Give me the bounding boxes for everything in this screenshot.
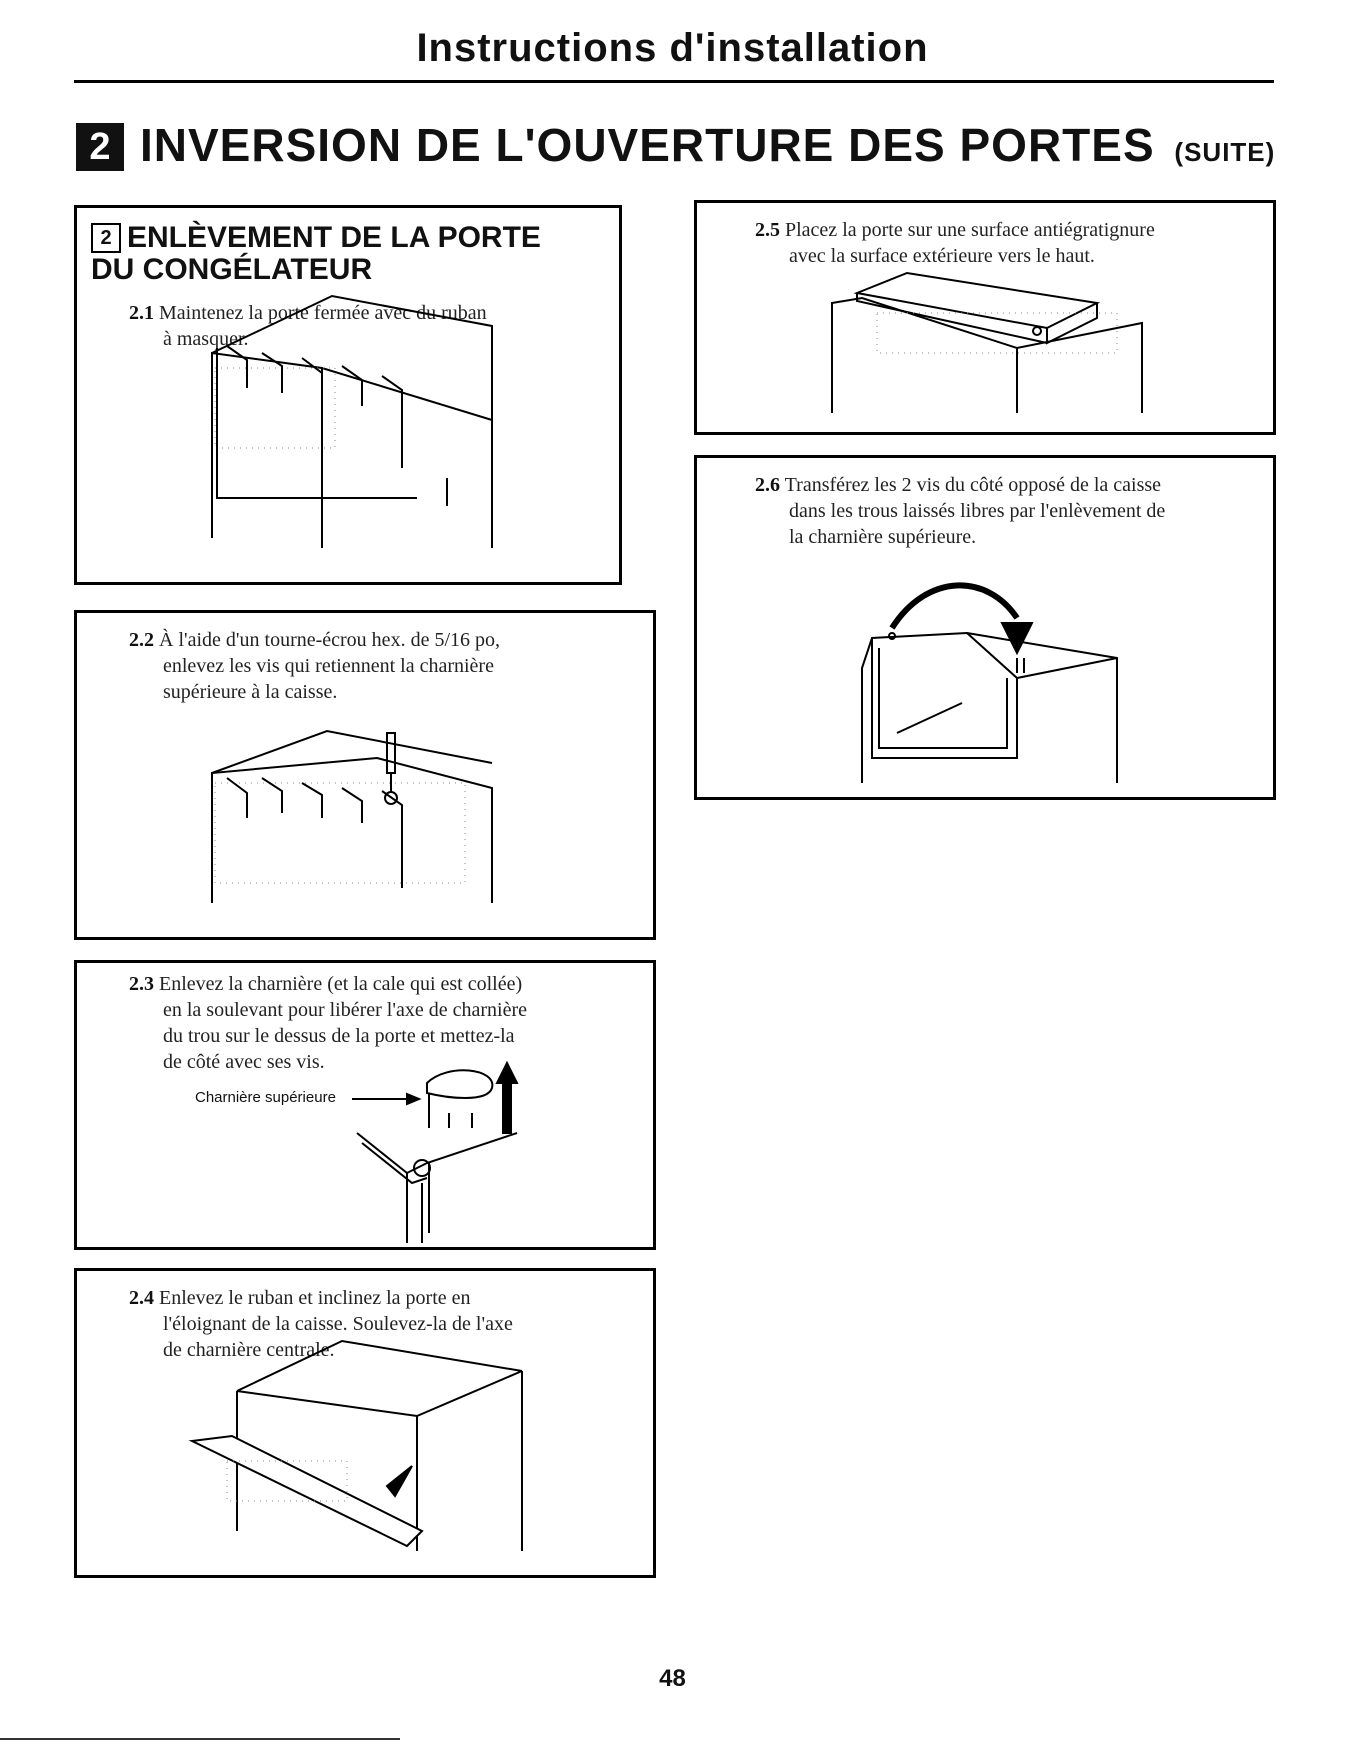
step-line: dans les trous laissés libres par l'enlè… bbox=[789, 500, 1166, 522]
step-line: de côté avec ses vis. bbox=[163, 1051, 325, 1073]
section-suffix: (SUITE) bbox=[1174, 137, 1276, 167]
step-line: enlevez les vis qui retiennent la charni… bbox=[163, 655, 494, 677]
section-title-text: INVERSION DE L'OUVERTURE DES PORTES bbox=[140, 119, 1155, 171]
step-line: en la soulevant pour libérer l'axe de ch… bbox=[163, 999, 527, 1021]
section-title: INVERSION DE L'OUVERTURE DES PORTES (SUI… bbox=[140, 118, 1275, 172]
hinge-callout-label: Charnière supérieure bbox=[195, 1089, 336, 1106]
step-line: À l'aide d'un tourne-écrou hex. de 5/16 … bbox=[159, 629, 500, 651]
step-2-6-panel: 2.6 Transférez les 2 vis du côté opposé … bbox=[694, 455, 1276, 800]
step-line: avec la surface extérieure vers le haut. bbox=[789, 245, 1095, 267]
step-line: du trou sur le dessus de la porte et met… bbox=[163, 1025, 515, 1047]
step-2-5-panel: 2.5 Placez la porte sur une surface anti… bbox=[694, 200, 1276, 435]
step-2-3-panel: 2.3 Enlevez la charnière (et la cale qui… bbox=[74, 960, 656, 1250]
step-line: Transférez les 2 vis du côté opposé de l… bbox=[784, 474, 1162, 496]
door-tilt-illustration bbox=[188, 1339, 523, 1551]
hinge-screwdriver-illustration bbox=[211, 729, 493, 903]
subsection-number: 2 bbox=[91, 223, 121, 253]
hinge-removal-illustration bbox=[352, 1060, 519, 1243]
step-number: 2.6 bbox=[755, 474, 780, 496]
screw-transfer-illustration bbox=[861, 582, 1118, 783]
step-number: 2.3 bbox=[129, 973, 154, 995]
step-number: 2.5 bbox=[755, 219, 780, 241]
step-2-2-text: 2.2 À l'aide d'un tourne-écrou hex. de 5… bbox=[129, 627, 500, 705]
footer-rule bbox=[0, 1738, 400, 1740]
step-line: à masquer. bbox=[163, 328, 249, 350]
step-line: Enlevez le ruban et inclinez la porte en bbox=[159, 1287, 471, 1309]
subsection-title-line1: ENLÈVEMENT DE LA PORTE bbox=[127, 221, 541, 254]
step-line: Enlevez la charnière (et la cale qui est… bbox=[159, 973, 523, 995]
step-line: de charnière centrale. bbox=[163, 1339, 335, 1361]
step-line: l'éloignant de la caisse. Soulevez-la de… bbox=[163, 1313, 513, 1335]
subsection-title-line2: DU CONGÉLATEUR bbox=[91, 253, 373, 286]
step-2-5-text: 2.5 Placez la porte sur une surface anti… bbox=[755, 217, 1155, 269]
page-header-title: Instructions d'installation bbox=[416, 26, 929, 70]
fridge-taped-door-illustration bbox=[211, 294, 493, 548]
step-line: la charnière supérieure. bbox=[789, 526, 977, 548]
step-number: 2.1 bbox=[129, 302, 154, 324]
step-2-4-text: 2.4 Enlevez le ruban et inclinez la port… bbox=[129, 1285, 513, 1363]
step-number: 2.2 bbox=[129, 629, 154, 651]
step-2-6-text: 2.6 Transférez les 2 vis du côté opposé … bbox=[755, 472, 1165, 550]
step-number: 2.4 bbox=[129, 1287, 154, 1309]
step-2-3-text: 2.3 Enlevez la charnière (et la cale qui… bbox=[129, 971, 527, 1075]
step-2-1-text: 2.1 Maintenez la porte fermée avec du ru… bbox=[129, 300, 487, 352]
door-on-surface-illustration bbox=[831, 271, 1143, 413]
section-number-badge: 2 bbox=[76, 123, 124, 171]
step-line: Placez la porte sur une surface antiégra… bbox=[785, 219, 1155, 241]
step-2-4-panel: 2.4 Enlevez le ruban et inclinez la port… bbox=[74, 1268, 656, 1578]
step-line: supérieure à la caisse. bbox=[163, 681, 338, 703]
step-line: Maintenez la porte fermée avec du ruban bbox=[159, 302, 487, 324]
header-rule bbox=[74, 80, 1274, 83]
page-number: 48 bbox=[659, 1665, 686, 1692]
step-2-2-panel: 2.2 À l'aide d'un tourne-écrou hex. de 5… bbox=[74, 610, 656, 940]
